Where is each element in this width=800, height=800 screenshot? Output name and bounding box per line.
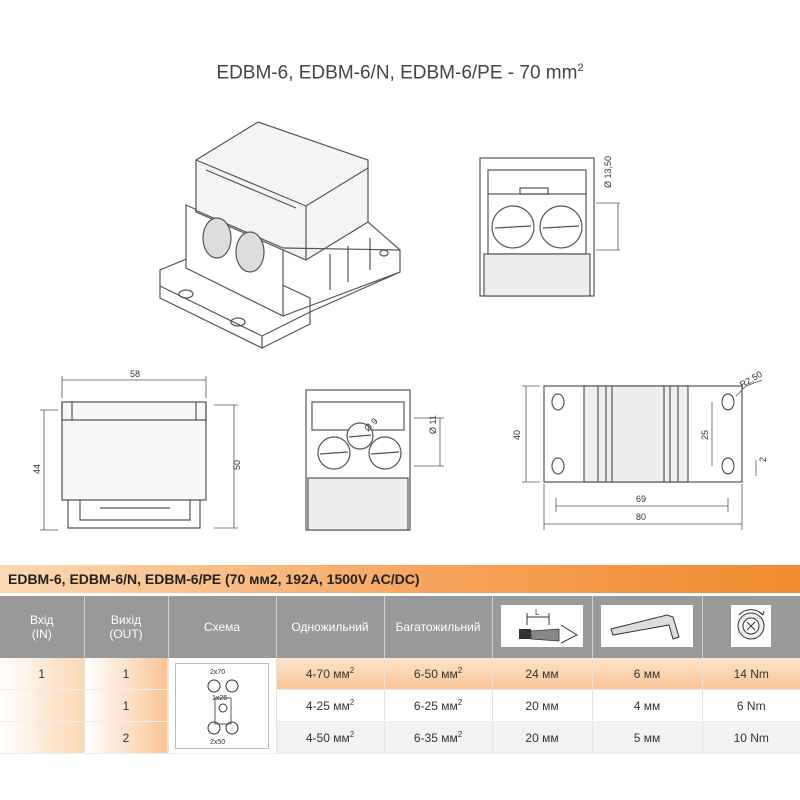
dim-width-80: 80 (636, 512, 646, 522)
cell-stranded: 6-50 мм2 (384, 658, 493, 690)
technical-drawings: Ø 13,50 58 44 50 Ø 9 Ø 11 40 R2,50 25 2 … (32, 121, 768, 531)
dim-width-58: 58 (130, 369, 140, 379)
cell-solid: 4-25 мм2 (276, 689, 385, 722)
cell-output: 2 (84, 721, 169, 754)
svg-text:L: L (535, 608, 540, 617)
torque-screw-icon (731, 604, 772, 647)
svg-text:2x50: 2x50 (210, 739, 225, 746)
cell-solid: 4-70 мм2 (276, 658, 385, 690)
header-input: Вхід(IN) (0, 596, 85, 658)
cell-solid: 4-50 мм2 (276, 721, 385, 754)
cell-torque: 14 Nm (702, 658, 800, 690)
side-view (40, 376, 238, 531)
dim-gap-2: 2 (758, 457, 768, 462)
cell-stranded: 6-35 мм2 (384, 721, 493, 754)
plan-view (522, 379, 763, 530)
cell-scheme: 2x70 1x25 2x50 (168, 658, 277, 754)
front-view-bottom (305, 389, 444, 531)
table-header-row: Вхід(IN) Вихід(OUT) Схема Одножильний Ба… (0, 596, 800, 658)
header-solid: Одножильний (276, 596, 385, 658)
cell-key: 6 мм (592, 658, 703, 690)
dim-height-44: 44 (32, 464, 42, 474)
header-strip-length: L (492, 596, 593, 658)
cell-stranded: 6-25 мм2 (384, 689, 493, 722)
cell-input (0, 721, 85, 754)
cell-key: 5 мм (592, 721, 703, 754)
cell-output: 1 (84, 689, 169, 722)
cell-key: 4 мм (592, 689, 703, 722)
table-row: 1 4-25 мм2 6-25 мм2 20 мм 4 мм 6 Nm (0, 689, 800, 722)
dim-width-69: 69 (636, 494, 646, 504)
dim-dia-11: Ø 11 (428, 415, 438, 434)
front-view-top (479, 157, 620, 297)
spec-table: Вхід(IN) Вихід(OUT) Схема Одножильний Ба… (0, 596, 800, 754)
cell-torque: 10 Nm (702, 721, 800, 754)
svg-text:1x25: 1x25 (212, 695, 227, 702)
table-row: 2 4-50 мм2 6-35 мм2 20 мм 5 мм 10 Nm (0, 721, 800, 754)
dim-dia-13-5: Ø 13,50 (603, 156, 613, 188)
header-scheme: Схема (168, 596, 277, 658)
header-torque (702, 596, 800, 658)
strip-length-icon: L (501, 604, 583, 647)
header-hex-key (592, 596, 703, 658)
document-title: EDBM-6, EDBM-6/N, EDBM-6/PE - 70 mm2 (216, 62, 584, 84)
spec-banner: EDBM-6, EDBM-6/N, EDBM-6/PE (70 мм2, 192… (0, 565, 800, 593)
dim-height-40: 40 (512, 430, 522, 440)
header-stranded: Багатожильний (384, 596, 493, 658)
dim-pitch-25: 25 (700, 430, 710, 440)
header-output: Вихід(OUT) (84, 596, 169, 658)
cell-torque: 6 Nm (702, 689, 800, 722)
cell-strip: 20 мм (492, 689, 593, 722)
dim-height-50: 50 (232, 460, 242, 470)
cell-input (0, 689, 85, 722)
hex-key-icon (601, 604, 693, 647)
cell-strip: 24 мм (492, 658, 593, 690)
connection-scheme: 2x70 1x25 2x50 (175, 662, 269, 749)
table-row: 1 1 2x70 1x25 2x50 4-70 мм2 6-50 мм2 24 … (0, 658, 800, 754)
svg-text:2x70: 2x70 (210, 669, 225, 676)
cell-output: 1 (84, 658, 169, 690)
cell-input: 1 (0, 658, 85, 690)
dim-radius: R2,50 (738, 369, 764, 390)
cell-strip: 20 мм (492, 721, 593, 754)
isometric-view (159, 121, 401, 349)
